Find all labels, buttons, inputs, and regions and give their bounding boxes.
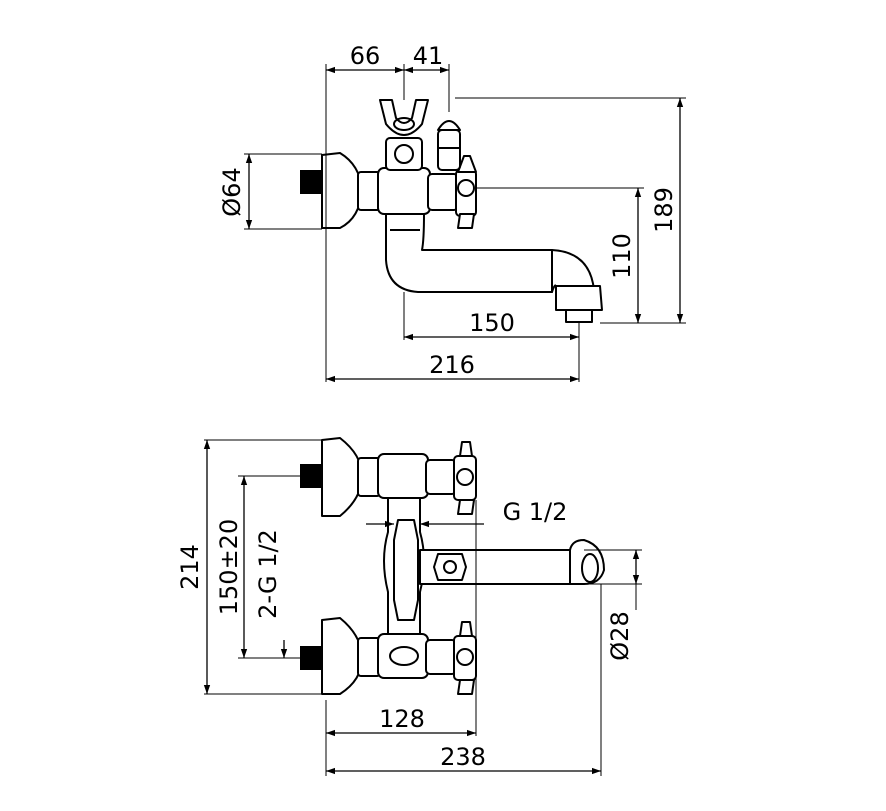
side-extension-lines [244, 64, 686, 382]
dim-label-d28: Ø28 [606, 611, 634, 660]
dim-label-214: 214 [176, 544, 204, 590]
dim-label-216: 216 [429, 351, 475, 379]
dim-label-2g12: 2-G 1/2 [254, 529, 282, 619]
dim-label-150: 150 [469, 309, 515, 337]
dim-label-238: 238 [440, 743, 486, 771]
dim-label-g12: G 1/2 [503, 498, 568, 526]
faucet-side-body [300, 99, 603, 323]
dim-label-d64: Ø64 [218, 167, 246, 216]
dim-label-41: 41 [413, 42, 444, 70]
dim-label-110: 110 [608, 233, 636, 279]
dim-label-189: 189 [650, 187, 678, 233]
dim-label-150-20: 150±20 [215, 519, 243, 615]
side-view: 66 41 Ø64 189 110 150 216 [218, 42, 686, 383]
dim-label-128: 128 [379, 705, 425, 733]
faucet-top-body [300, 437, 605, 695]
dim-label-66: 66 [350, 42, 381, 70]
top-extension-lines [204, 439, 642, 776]
top-view: 214 150±20 2-G 1/2 G 1/2 Ø28 128 238 [176, 437, 642, 776]
